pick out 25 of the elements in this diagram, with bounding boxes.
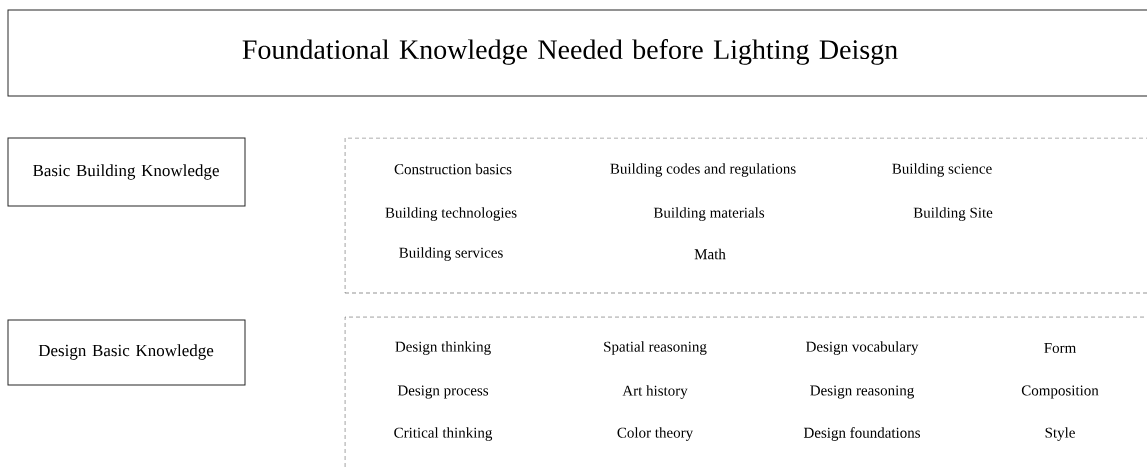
item-text: Style: [1045, 427, 1075, 441]
item-text: Building materials: [653, 207, 765, 221]
item-text: Critical thinking: [394, 427, 493, 441]
item-text: Color theory: [617, 427, 694, 441]
item-text: Art history: [622, 385, 688, 399]
dashed-group-box: [344, 137, 1147, 294]
item-text: Design process: [397, 385, 489, 399]
dashed-group-box: [344, 316, 1147, 468]
item-text: Design vocabulary: [806, 341, 919, 355]
category-box: Basic Building Knowledge: [7, 137, 246, 207]
item-text: Building codes and regulations: [610, 163, 796, 177]
item-text: Design reasoning: [810, 385, 914, 399]
title-box: Foundational Knowledge Needed before Lighting Deisgn: [7, 9, 1147, 97]
item-text: Building technologies: [385, 207, 517, 221]
item-text: Spatial reasoning: [604, 341, 707, 355]
item-text: Design thinking: [395, 341, 491, 355]
item-text: Construction basics: [394, 163, 512, 175]
item-text: Building science: [892, 163, 992, 177]
item-text: Design foundations: [803, 427, 920, 441]
item-text: Form: [1044, 343, 1077, 353]
item-text: Building services: [399, 247, 503, 261]
item-text: Math: [694, 248, 726, 260]
item-text: Composition: [1021, 385, 1099, 399]
category-box: Design Basic Knowledge: [7, 319, 246, 386]
item-text: Building Site: [913, 207, 993, 221]
